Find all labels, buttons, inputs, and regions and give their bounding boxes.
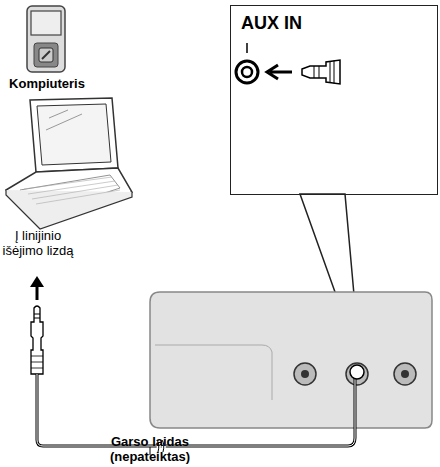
music-player [27,6,65,72]
speaker-unit [150,292,432,428]
port-note: Į linijinio išėjimo lizdą [0,229,76,259]
laptop [30,98,118,172]
audio-cable [37,374,355,446]
callout-fill [230,5,438,195]
device-label: Kompiuteris [5,77,89,92]
port-name: AUX IN [241,14,437,34]
tick-mark [246,43,248,53]
insert-arrow [267,65,292,79]
jack-socket [236,61,258,83]
callout-box: AUX IN [230,5,438,195]
plug [31,306,43,374]
plug [302,60,340,84]
cable-label: Garso laidas (nepateiktas) [80,435,220,465]
jack-socket [242,67,252,77]
